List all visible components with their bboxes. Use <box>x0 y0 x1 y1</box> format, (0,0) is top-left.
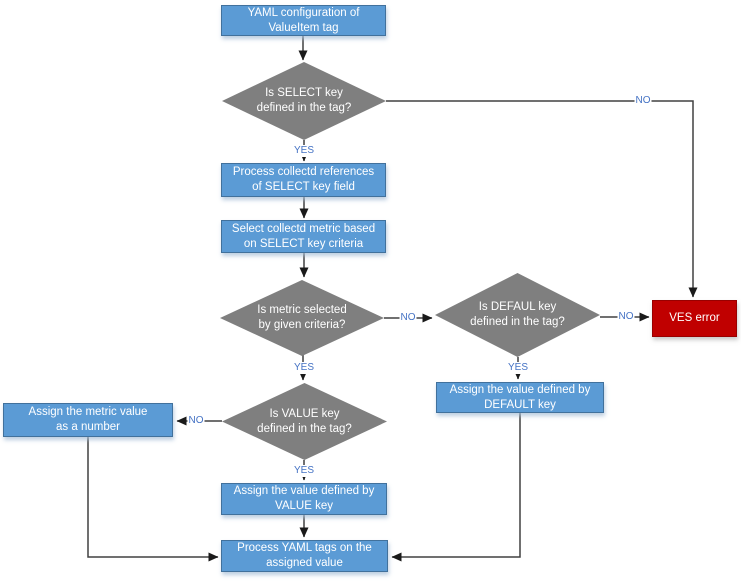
node-assign-metric: Assign the metric value as a number <box>3 403 173 437</box>
node-metric-selected-decision: Is metric selected by given criteria? <box>220 280 384 356</box>
node-select-metric-label: Select collectd metric based on SELECT k… <box>231 222 376 250</box>
edge-label-defaul-no: NO <box>617 311 635 323</box>
edge-label-defaul-yes: YES <box>506 362 530 374</box>
node-start-label: YAML configuration of ValueItem tag <box>247 6 360 34</box>
node-select-metric: Select collectd metric based on SELECT k… <box>221 220 386 253</box>
edge-label-valuekey-no: NO <box>187 415 205 427</box>
node-assign-default: Assign the value defined by DEFAULT key <box>436 382 604 413</box>
node-select-key-label: Is SELECT key defined in the tag? <box>256 87 352 114</box>
node-process-tags-label: Process YAML tags on the assigned value <box>237 542 372 569</box>
edge-assignmetric-to-processtags <box>87 437 219 562</box>
node-process-refs: Process collectd references of SELECT ke… <box>221 163 386 197</box>
node-ves-error: VES error <box>652 300 737 337</box>
edge-label-valuekey-yes: YES <box>292 465 316 477</box>
node-value-key-decision: Is VALUE key defined in the tag? <box>222 383 387 460</box>
node-assign-value-label: Assign the value defined by VALUE key <box>233 485 375 512</box>
edge-label-metricsel-no: NO <box>399 312 417 324</box>
node-assign-default-label: Assign the value defined by DEFAULT key <box>449 383 591 411</box>
node-metric-selected-label: Is metric selected by given criteria? <box>257 304 347 331</box>
node-process-refs-label: Process collectd references of SELECT ke… <box>232 166 375 193</box>
edge-label-select-yes: YES <box>292 145 316 157</box>
node-defaul-key-label: Is DEFAUL key defined in the tag? <box>470 301 565 328</box>
node-start: YAML configuration of ValueItem tag <box>221 5 386 36</box>
edge-assigndefault-to-processtags <box>391 413 521 562</box>
node-value-key-label: Is VALUE key defined in the tag? <box>257 407 352 435</box>
edge-label-select-no: NO <box>634 95 652 107</box>
node-defaul-key-decision: Is DEFAUL key defined in the tag? <box>435 273 600 357</box>
node-assign-metric-label: Assign the metric value as a number <box>28 406 148 433</box>
node-select-key-decision: Is SELECT key defined in the tag? <box>222 62 386 140</box>
node-assign-value: Assign the value defined by VALUE key <box>221 483 387 515</box>
edge-select-no-to-error <box>386 100 698 298</box>
node-ves-error-label: VES error <box>669 312 720 325</box>
edge-label-metricsel-yes: YES <box>292 362 316 374</box>
node-process-tags: Process YAML tags on the assigned value <box>221 540 388 572</box>
